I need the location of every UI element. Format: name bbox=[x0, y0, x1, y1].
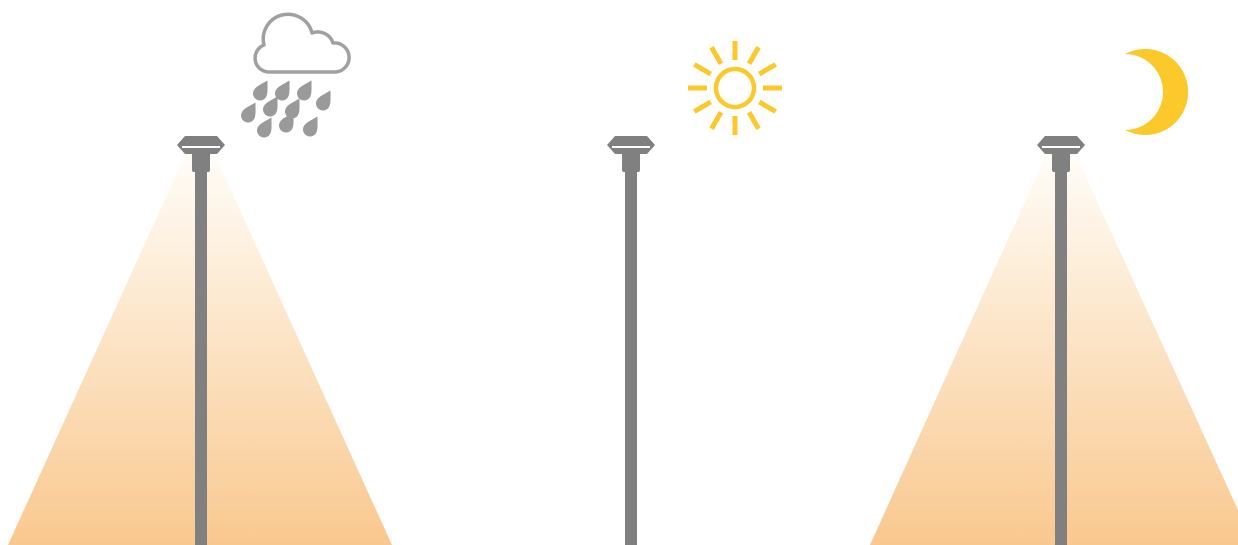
lamp-head bbox=[177, 136, 225, 154]
lamp-head bbox=[1037, 136, 1085, 154]
sun-ray bbox=[709, 46, 724, 66]
sun-disc bbox=[713, 66, 757, 110]
raindrop-icon bbox=[279, 112, 294, 133]
street-lamp bbox=[607, 136, 655, 545]
raindrops bbox=[241, 80, 331, 138]
cloud-outline bbox=[253, 12, 351, 74]
sun-ray bbox=[693, 99, 713, 114]
street-lamp bbox=[1037, 136, 1085, 545]
sun-ray bbox=[746, 46, 761, 66]
lamp-head-band bbox=[612, 146, 650, 148]
raindrop-icon bbox=[316, 90, 331, 111]
raindrop-icon bbox=[275, 80, 290, 101]
rain-cloud-icon bbox=[241, 12, 351, 138]
sun-ray bbox=[693, 62, 713, 77]
lamp-pole bbox=[195, 158, 207, 545]
sun-ray bbox=[709, 110, 724, 130]
raindrop-icon bbox=[253, 80, 268, 101]
sun-ray bbox=[757, 62, 777, 77]
lamp-neck bbox=[192, 152, 210, 172]
lamp-pole bbox=[625, 158, 637, 545]
street-lamp bbox=[177, 136, 225, 545]
raindrop-icon bbox=[303, 116, 318, 137]
streetlight-night-scene bbox=[870, 49, 1238, 545]
raindrop-icon bbox=[241, 102, 256, 123]
raindrop-icon bbox=[257, 117, 272, 138]
lamp-head-band bbox=[1042, 146, 1080, 148]
raindrop-icon bbox=[297, 80, 312, 101]
lamp-pole bbox=[1055, 158, 1067, 545]
light-beam bbox=[870, 153, 1238, 545]
sun-rays bbox=[688, 41, 782, 135]
streetlight-rain-scene bbox=[8, 12, 392, 545]
streetlight-day-scene bbox=[607, 41, 782, 545]
lamp-neck bbox=[622, 152, 640, 172]
lamp-head bbox=[607, 136, 655, 154]
crescent-moon-icon bbox=[1125, 49, 1189, 135]
raindrop-icon bbox=[285, 98, 300, 119]
sun-icon bbox=[688, 41, 782, 135]
lamp-neck bbox=[1052, 152, 1070, 172]
lamp-head-band bbox=[182, 146, 220, 148]
sun-ray bbox=[757, 99, 777, 114]
raindrop-icon bbox=[263, 96, 278, 117]
sun-ray bbox=[746, 110, 761, 130]
